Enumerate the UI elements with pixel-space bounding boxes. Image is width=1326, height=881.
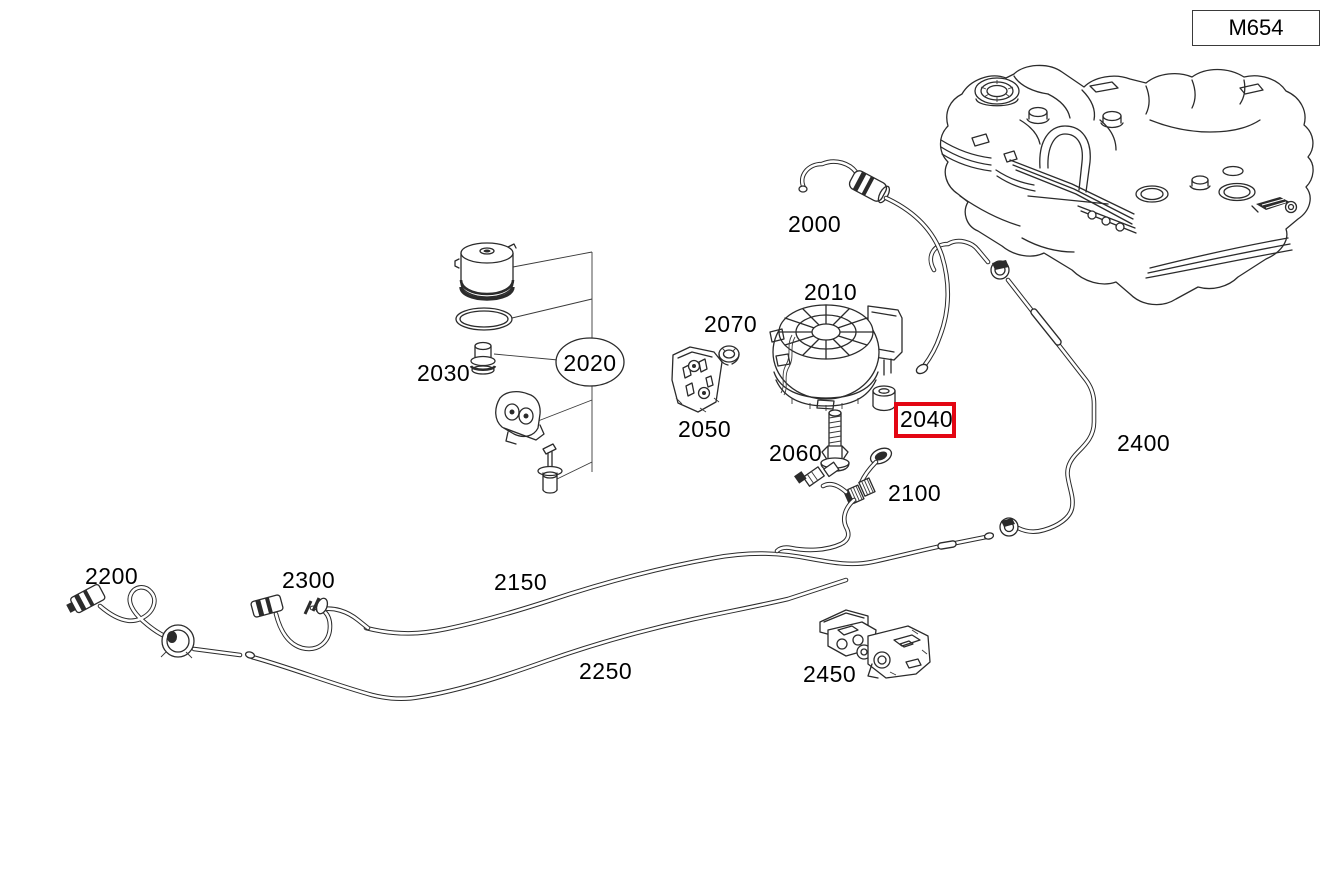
callout-2070[interactable]: 2070 — [704, 311, 758, 337]
callout-2400[interactable]: 2400 — [1117, 430, 1171, 456]
callout-2150[interactable]: 2150 — [494, 569, 548, 595]
fuel-line-2150-drawing — [363, 532, 995, 636]
diagram-code: M654 — [1228, 15, 1284, 40]
fuel-tank-drawing — [939, 64, 1314, 306]
fuel-line-2250-drawing — [244, 577, 849, 702]
callout-2250[interactable]: 2250 — [579, 658, 633, 684]
parts-group-2020-drawing — [454, 242, 625, 494]
callout-2050[interactable]: 2050 — [678, 416, 732, 442]
callout-2000[interactable]: 2000 — [788, 211, 842, 237]
hose-2300-drawing — [250, 594, 371, 652]
diagram-code-box: M654 — [1192, 10, 1320, 46]
grommet-2040-drawing — [872, 385, 896, 412]
callout-2020[interactable]: 2020 — [563, 350, 617, 376]
bracket-2450-drawing — [819, 609, 931, 679]
bolt-2060-drawing — [820, 409, 850, 472]
nut-2070-drawing — [718, 345, 740, 366]
hose-2200-drawing — [66, 583, 243, 659]
pump-2010-drawing — [769, 304, 903, 411]
callout-2300[interactable]: 2300 — [282, 567, 336, 593]
callout-2010[interactable]: 2010 — [804, 279, 858, 305]
callout-2100[interactable]: 2100 — [888, 480, 942, 506]
hose-2100-drawing — [774, 447, 893, 554]
callout-2200[interactable]: 2200 — [85, 563, 139, 589]
callout-2450[interactable]: 2450 — [803, 661, 857, 687]
hose-2000-drawing — [798, 159, 951, 375]
plate-2050-drawing — [671, 346, 723, 413]
fuel-line-2400-drawing — [928, 238, 1097, 537]
callout-2040-highlighted[interactable]: 2040 — [894, 402, 956, 438]
callout-2030[interactable]: 2030 — [417, 360, 471, 386]
callout-2060[interactable]: 2060 — [769, 440, 823, 466]
